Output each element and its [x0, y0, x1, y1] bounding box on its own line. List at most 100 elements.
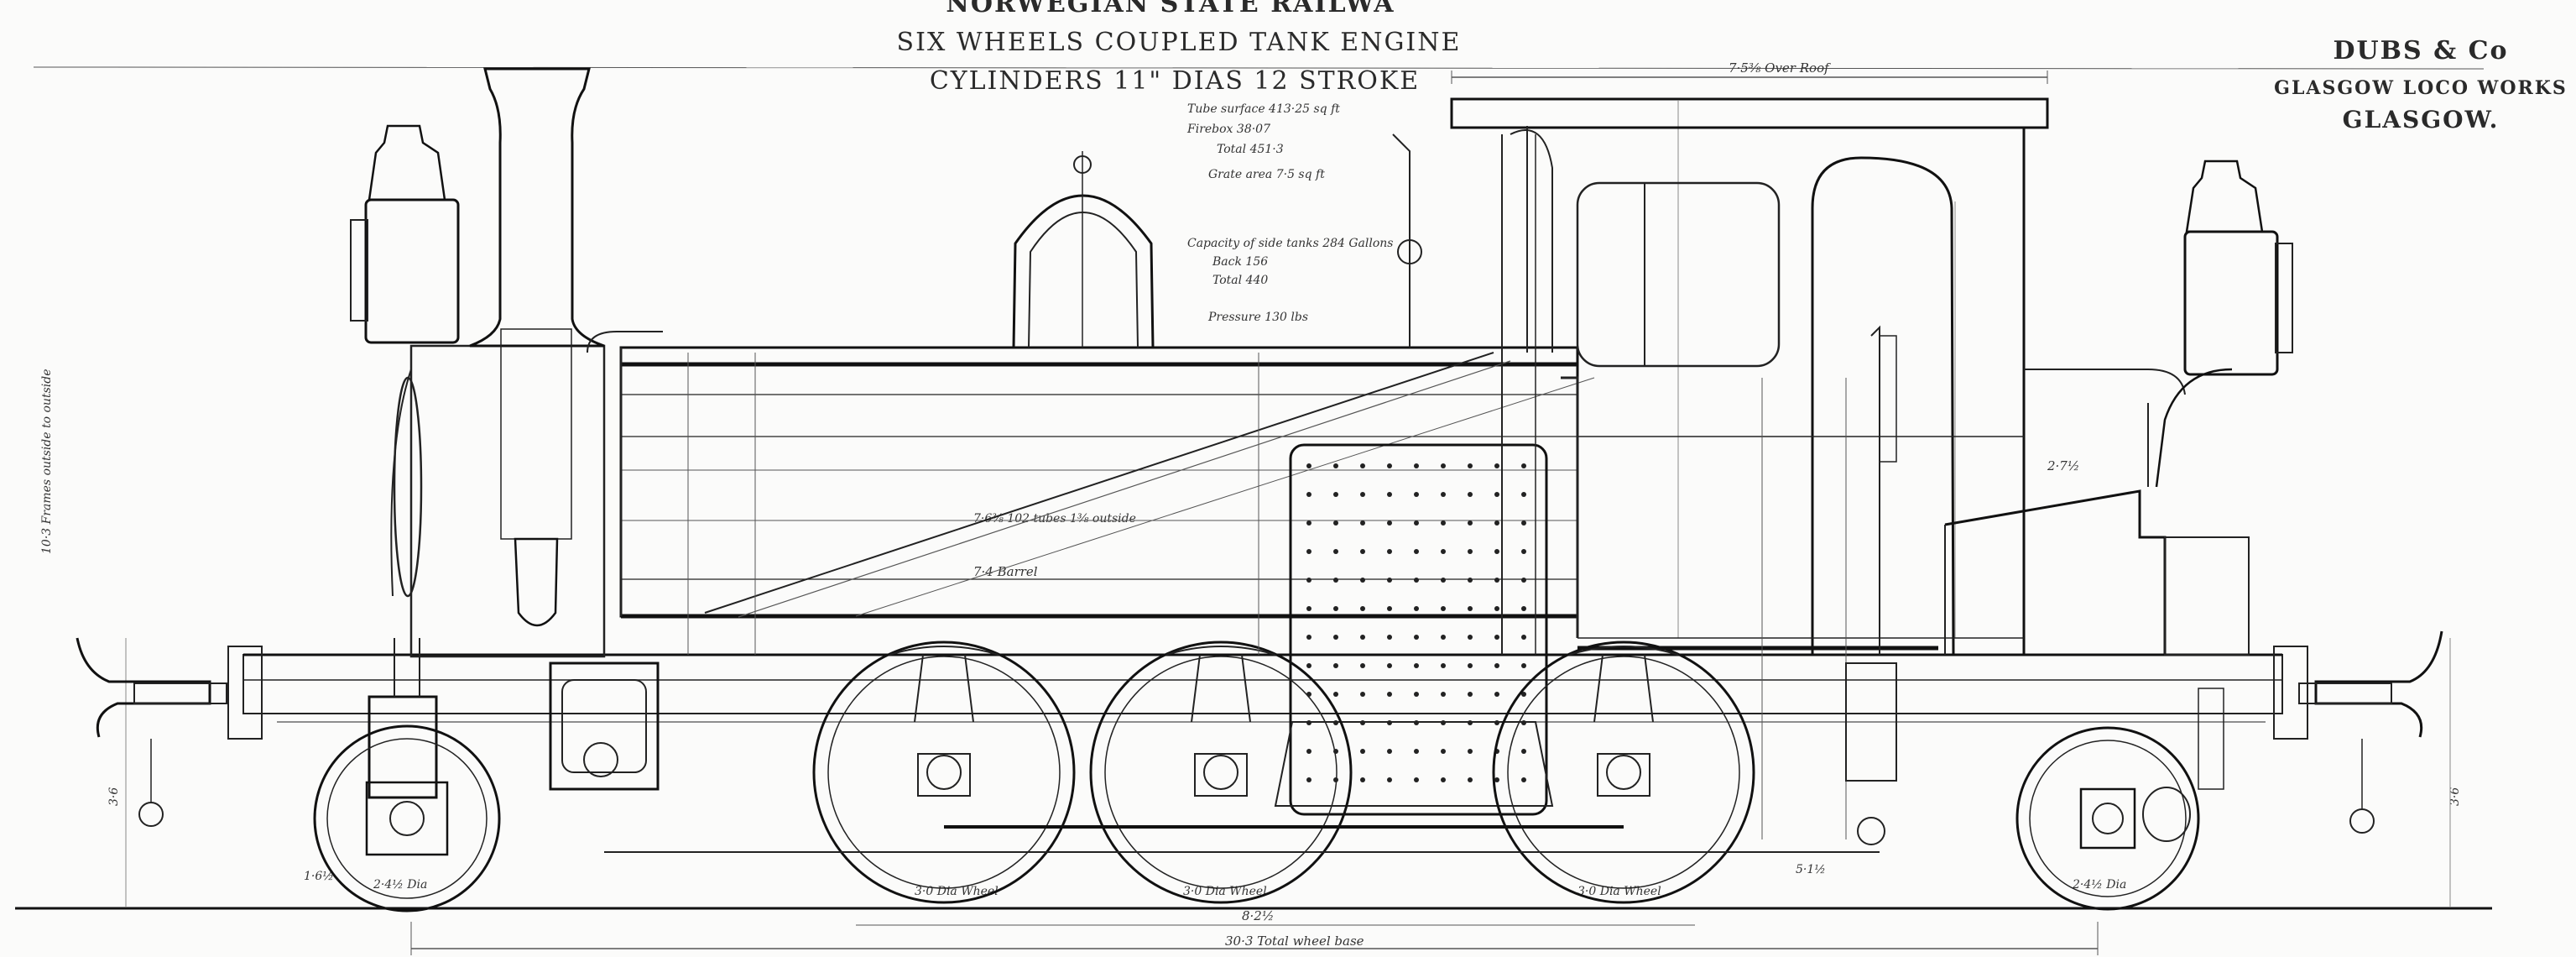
firebox-stay — [1306, 463, 1311, 468]
firebox-stay — [1333, 692, 1338, 697]
leading-wheel — [313, 724, 501, 913]
firebox-stay — [1521, 520, 1526, 526]
firebox-stay — [1468, 520, 1473, 526]
frame — [227, 646, 2308, 740]
chimney — [469, 67, 605, 627]
firebox-stay — [1521, 749, 1526, 754]
firebox-stay — [1521, 492, 1526, 497]
firebox-stay — [1494, 492, 1499, 497]
coal-bunker — [1944, 368, 2250, 656]
firebox-stay — [1468, 578, 1473, 583]
firebox-stay — [1494, 606, 1499, 611]
firebox-stay — [1441, 692, 1446, 697]
buffer-left — [76, 637, 227, 827]
dim-height-left: 3·6 — [107, 787, 121, 806]
firebox-stay — [1333, 492, 1338, 497]
firebox-stay — [1387, 606, 1392, 611]
firebox-stay — [1360, 663, 1365, 668]
top-reference-line — [33, 66, 2485, 70]
spec-total: Total 451·3 — [1217, 143, 1284, 156]
dim-frames: 10·3 Frames outside to outside — [40, 369, 54, 555]
firebox-stay — [1468, 492, 1473, 497]
firebox-stay — [1414, 777, 1419, 782]
firebox-stay — [1333, 606, 1338, 611]
firebox-stay — [1306, 520, 1311, 526]
firebox-stay — [1387, 663, 1392, 668]
firebox-stay — [1333, 520, 1338, 526]
spec-firebox: Firebox 38·07 — [1186, 123, 1270, 136]
firebox-stay — [1306, 549, 1311, 554]
firebox-stay — [1468, 692, 1473, 697]
firebox-stay — [1441, 777, 1446, 782]
dim-coupled-3: 3·0 Dia Wheel — [1577, 885, 1661, 898]
firebox-stay — [1414, 749, 1419, 754]
firebox-stay — [1521, 692, 1526, 697]
cylinders-title: CYLINDERS 11" DIAS 12 STROKE — [930, 66, 1420, 96]
wheels — [313, 641, 2200, 913]
railway-title: NORWEGIAN STATE RAILWA — [946, 0, 1395, 18]
dim-spacing-right: 5·1½ — [1796, 863, 1826, 876]
firebox-stay — [1360, 463, 1365, 468]
maker-name: DUBS & Co — [2333, 36, 2508, 65]
firebox-stay — [1494, 463, 1499, 468]
cab — [1450, 97, 2049, 656]
firebox-stay — [1441, 549, 1446, 554]
firebox-stay — [1441, 635, 1446, 640]
firebox-stays — [1306, 463, 1526, 782]
firebox-stay — [1494, 578, 1499, 583]
firebox-stay — [1441, 749, 1446, 754]
dim-coupled-2: 3·0 Dia Wheel — [1183, 885, 1267, 898]
firebox-stay — [1360, 492, 1365, 497]
firebox-stay — [1441, 606, 1446, 611]
firebox-stay — [1333, 549, 1338, 554]
fittings — [587, 126, 2224, 845]
dim-bogie-right: 2·4½ Dia — [2072, 878, 2126, 892]
firebox-stay — [1333, 578, 1338, 583]
firebox-stay — [1521, 549, 1526, 554]
firebox-stay — [1414, 578, 1419, 583]
steam-dome — [1012, 151, 1155, 348]
firebox-stay — [1521, 635, 1526, 640]
trailing-wheel — [2015, 726, 2200, 911]
firebox-stay — [1360, 777, 1365, 782]
firebox-stay — [1387, 549, 1392, 554]
firebox-stay — [1387, 749, 1392, 754]
dimension-lines: 7·5⅜ Over Roof 30·3 Total wheel base 8·2… — [40, 60, 2462, 955]
coupled-wheel-2 — [1089, 641, 1353, 904]
firebox-stay — [1468, 549, 1473, 554]
spec-grate: Grate area 7·5 sq ft — [1208, 168, 1325, 181]
dim-top: 7·5⅜ Over Roof — [1729, 60, 1831, 76]
firebox-stay — [1468, 749, 1473, 754]
firebox-stay — [1468, 663, 1473, 668]
firebox-stay — [1414, 463, 1419, 468]
firebox-stay — [1306, 578, 1311, 583]
spec-capacity: Capacity of side tanks 284 Gallons — [1187, 237, 1394, 250]
firebox-stay — [1387, 492, 1392, 497]
firebox-stay — [1306, 635, 1311, 640]
firebox-stay — [1360, 549, 1365, 554]
firebox-stay — [1414, 692, 1419, 697]
spec-pressure: Pressure 130 lbs — [1207, 311, 1308, 324]
firebox-stay — [1414, 520, 1419, 526]
firebox-stay — [1333, 463, 1338, 468]
firebox-stay — [1521, 606, 1526, 611]
firebox-stay — [1494, 520, 1499, 526]
firebox-stay — [1494, 549, 1499, 554]
coupled-wheel-3 — [1492, 641, 1755, 904]
dim-wheelbase: 8·2½ — [1242, 908, 1274, 923]
firebox-stay — [1441, 578, 1446, 583]
firebox-stay — [1494, 663, 1499, 668]
dim-barrel: 7·4 Barrel — [973, 564, 1038, 579]
firebox-stay — [1414, 549, 1419, 554]
firebox-stay — [1494, 692, 1499, 697]
firebox-stay — [1414, 663, 1419, 668]
dim-tubes: 7·6⅜ 102 tubes 1⅜ outside — [973, 512, 1136, 526]
spec-back: Back 156 — [1212, 255, 1268, 269]
firebox-stay — [1387, 463, 1392, 468]
dim-height-right: 3·6 — [2448, 787, 2462, 806]
firebox-stay — [1387, 520, 1392, 526]
firebox-stay — [1387, 692, 1392, 697]
dim-side-left: 1·6½ — [304, 870, 334, 883]
